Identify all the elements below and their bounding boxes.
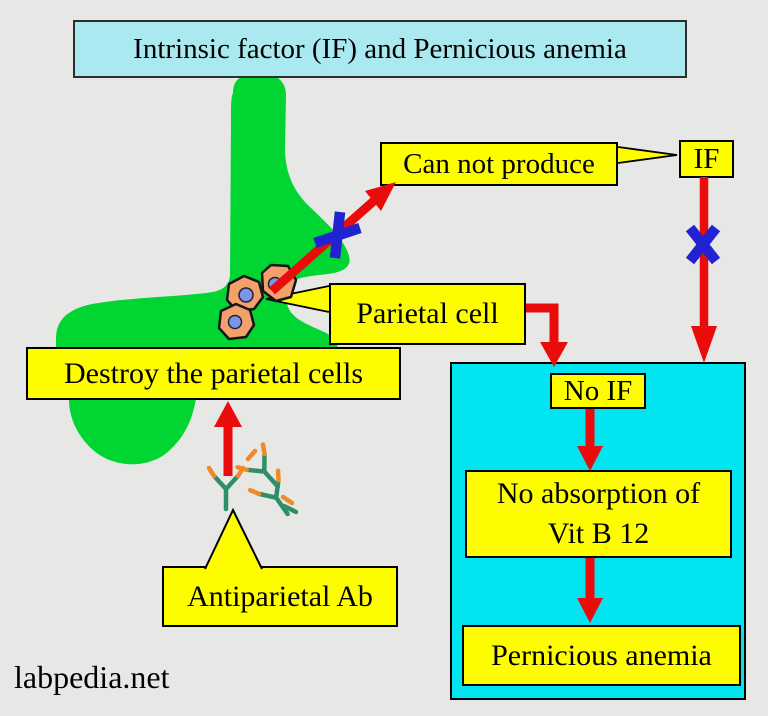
destroy-parietal-cells-label: Destroy the parietal cells [26,347,401,400]
no-absorption-line2: Vit B 12 [547,517,650,550]
no-absorption-label: No absorption of Vit B 12 [465,470,732,558]
diagram-title: Intrinsic factor (IF) and Pernicious ane… [73,20,687,78]
parietal-cell-label: Parietal cell [329,283,526,345]
antiparietal-ab-label: Antiparietal Ab [162,566,398,627]
can-not-produce-label: Can not produce [380,142,618,186]
no-if-label: No IF [550,373,646,409]
stomach-shape [56,73,350,465]
no-absorption-line1: No absorption of [496,476,701,510]
pernicious-anemia-label: Pernicious anemia [462,625,741,686]
intrinsic-factor-label: IF [679,140,734,178]
watermark-text: labpedia.net [14,659,170,695]
